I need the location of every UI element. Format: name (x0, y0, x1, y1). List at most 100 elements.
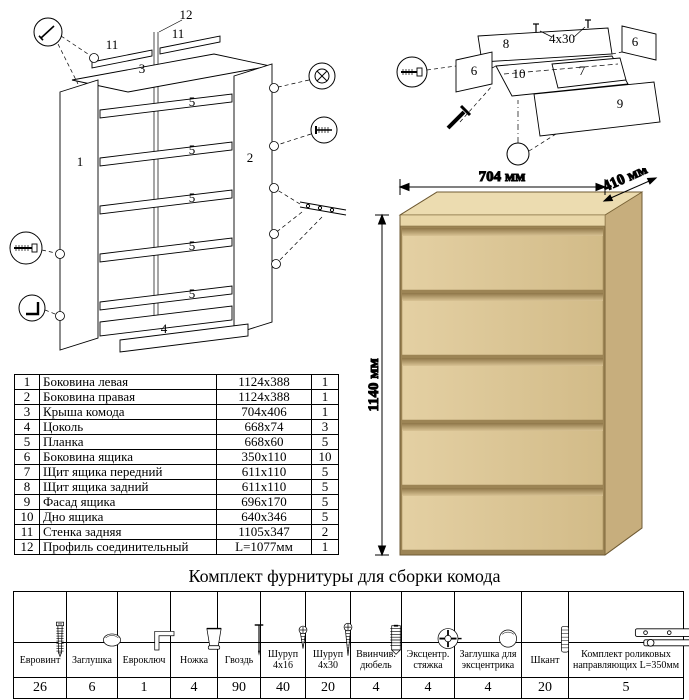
parts-cell-size: 1124x388 (216, 389, 312, 405)
parts-cell-size: 704x406 (216, 404, 312, 420)
parts-cell-name: Щит ящика передний (39, 464, 217, 480)
parts-cell-qty: 5 (311, 509, 339, 525)
drawer-label-10: 10 (513, 66, 526, 81)
parts-cell-size: 611x110 (216, 464, 312, 480)
hardware-item-name: Шкант (521, 642, 569, 678)
wood-dowel-icon (521, 591, 569, 653)
cam-lock-icon (401, 591, 462, 649)
carcass-label-12: 12 (180, 7, 193, 22)
hardware-item-name: Гвоздь (217, 642, 261, 678)
width-dimension: 704 мм (398, 169, 607, 195)
parts-cell-num: 3 (14, 404, 40, 420)
parts-cell-qty: 1 (311, 389, 339, 405)
screw-short-icon (260, 591, 308, 649)
parts-cell-qty: 5 (311, 479, 339, 495)
hardware-item-qty: 5 (568, 677, 684, 699)
drawer-rail-callout (273, 187, 347, 265)
hardware-item-qty: 26 (13, 677, 67, 699)
parts-cell-num: 2 (14, 389, 40, 405)
parts-cell-qty: 1 (311, 539, 339, 555)
parts-cell-qty: 5 (311, 464, 339, 480)
hardware-item-qty: 4 (454, 677, 522, 699)
carcass-exploded-diagram: 12 11 11 3 1 2 5 5 5 5 5 4 (9, 7, 347, 353)
carcass-label-4: 4 (161, 321, 168, 336)
parts-cell-size: 696x170 (216, 494, 312, 510)
parts-cell-size: L=1077мм (216, 539, 312, 555)
parts-cell-size: 640x346 (216, 509, 312, 525)
screw-long-icon (305, 591, 353, 656)
parts-cell-num: 12 (14, 539, 40, 555)
parts-cell-qty: 1 (311, 374, 339, 390)
height-dimension: 1140 мм (368, 213, 389, 557)
hardware-item-qty: 4 (350, 677, 402, 699)
parts-cell-qty: 2 (311, 524, 339, 540)
carcass-label-1: 1 (77, 154, 84, 169)
euroscrew-callout (9, 231, 61, 265)
carcass-label-5d: 5 (189, 238, 196, 253)
parts-cell-num: 6 (14, 449, 40, 465)
carcass-label-11b: 11 (172, 26, 185, 41)
hardware-item-name: Шуруп 4х16 (260, 642, 306, 678)
euroscrew-icon (13, 591, 67, 658)
height-label: 1140 мм (368, 358, 382, 411)
hardware-item-name: Комплект роликовых направляющих L=350мм (568, 642, 684, 678)
drawer-label-9: 9 (617, 96, 624, 111)
phillips-head-callout (273, 62, 336, 90)
screw-icon (446, 85, 493, 130)
parts-cell-qty: 1 (311, 404, 339, 420)
drawer-label-6-left: 6 (471, 63, 478, 78)
carcass-label-2: 2 (247, 150, 254, 165)
leg-icon (170, 591, 222, 650)
parts-cell-name: Боковина левая (39, 374, 217, 390)
parts-cell-qty: 5 (311, 494, 339, 510)
parts-cell-num: 10 (14, 509, 40, 525)
drawer-label-4x30: 4х30 (549, 31, 575, 46)
carcass-label-5b: 5 (189, 142, 196, 157)
bracket-callout (18, 294, 61, 322)
hardware-item-qty: 20 (521, 677, 569, 699)
parts-cell-size: 668x74 (216, 419, 312, 435)
hardware-item-qty: 20 (305, 677, 351, 699)
parts-cell-size: 611x110 (216, 479, 312, 495)
parts-cell-size: 1105x347 (216, 524, 312, 540)
chest-body (398, 191, 644, 556)
drawer-slide-icon (568, 591, 689, 647)
hardware-item-qty: 40 (260, 677, 306, 699)
parts-cell-size: 668x60 (216, 434, 312, 450)
parts-cell-name: Боковина ящика (39, 449, 217, 465)
parts-cell-name: Цоколь (39, 419, 217, 435)
parts-cell-num: 11 (14, 524, 40, 540)
width-label: 704 мм (479, 169, 526, 185)
hardware-item-qty: 4 (170, 677, 218, 699)
hardware-icon-row (13, 591, 689, 658)
hardware-kit-title: Комплект фурнитуры для сборки комода (188, 566, 501, 586)
hardware-item-name: Шуруп 4х30 (305, 642, 351, 678)
hexkey-icon (117, 591, 175, 651)
parts-cell-name: Фасад ящика (39, 494, 217, 510)
parts-cell-qty: 5 (311, 434, 339, 450)
assembled-chest-render: 704 мм 410 мм 1140 мм (368, 168, 658, 557)
parts-cell-num: 7 (14, 464, 40, 480)
parts-cell-num: 1 (14, 374, 40, 390)
parts-cell-name: Дно ящика (39, 509, 217, 525)
hardware-item-qty: 4 (401, 677, 455, 699)
parts-cell-qty: 3 (311, 419, 339, 435)
parts-cell-name: Щит ящика задний (39, 479, 217, 495)
hardware-item-qty: 1 (117, 677, 171, 699)
assembly-point-callout (506, 100, 557, 166)
parts-cell-num: 8 (14, 479, 40, 495)
